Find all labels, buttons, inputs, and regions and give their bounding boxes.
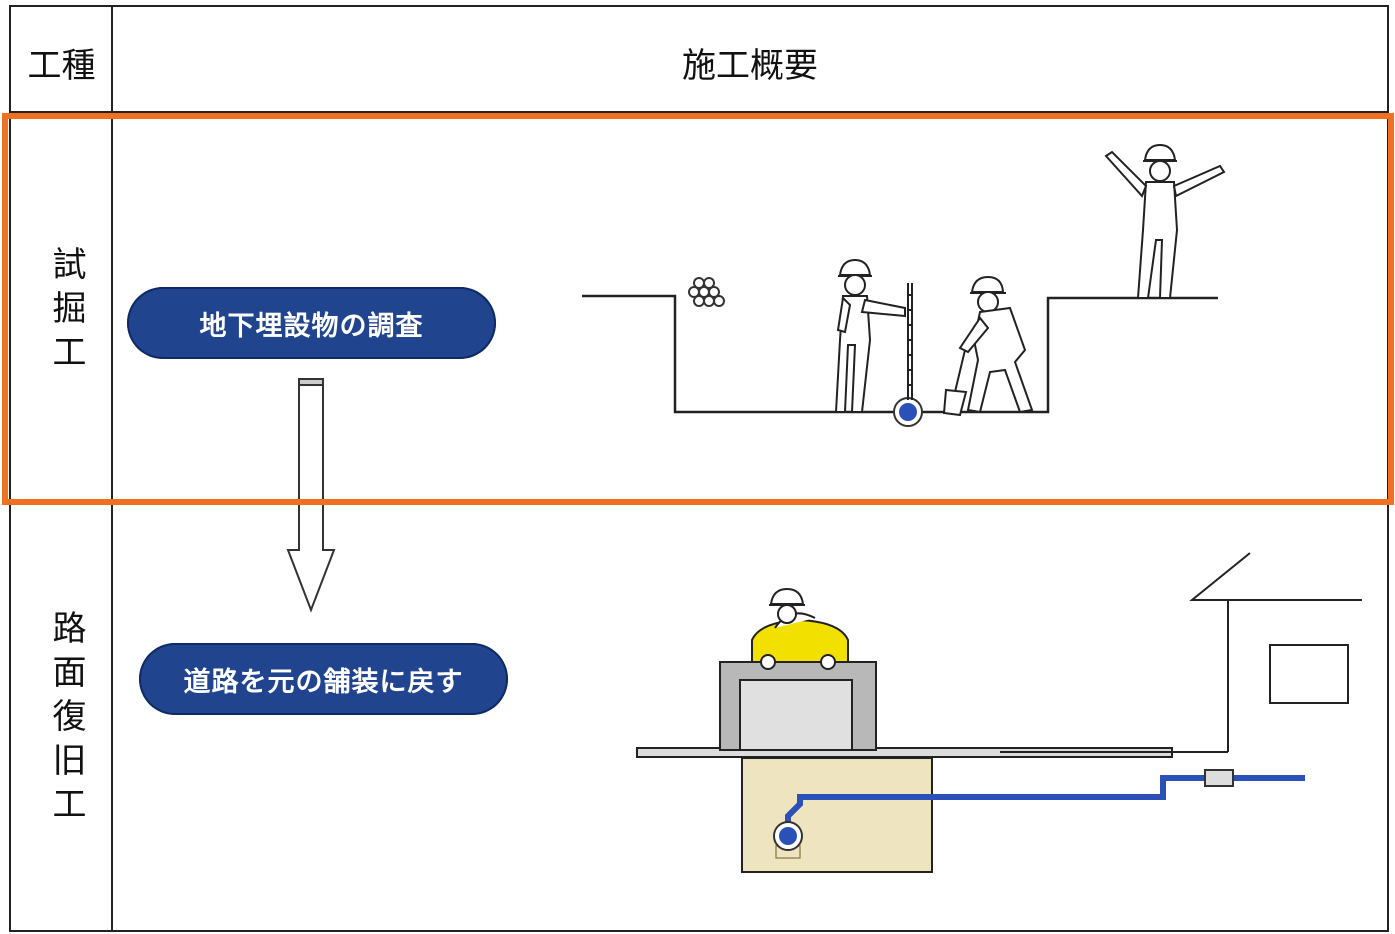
- step-pill-survey: 地下埋設物の調査: [127, 287, 496, 359]
- house-icon: [1189, 552, 1362, 752]
- shovel-icon: [942, 349, 968, 417]
- water-pipe-icon: [785, 775, 1305, 833]
- header-overview: 施工概要: [682, 46, 818, 86]
- worker-icon: [834, 258, 906, 413]
- table-grid: [9, 5, 1389, 932]
- category-road-restoration: 路面復旧工: [46, 610, 86, 830]
- pipe-joint-icon: [1204, 769, 1234, 787]
- worker-icon: [958, 275, 1034, 414]
- step-pill-restore: 道路を元の舗装に戻す: [139, 643, 508, 715]
- highlight-frame: [2, 113, 1394, 505]
- down-arrow-icon: [286, 378, 336, 613]
- header-work-type: 工種: [27, 46, 96, 86]
- buried-pipe-icon: [893, 397, 923, 427]
- excavation-pit: [741, 757, 933, 873]
- service-valve-icon: [773, 821, 803, 859]
- category-test-excavation: 試掘工: [46, 246, 86, 378]
- staff-rod-icon: [907, 283, 913, 400]
- worker-icon: [1104, 143, 1226, 299]
- road-surface: [636, 747, 1228, 758]
- pipe-bundle-icon: [688, 277, 725, 307]
- road-roller-icon: [719, 587, 877, 751]
